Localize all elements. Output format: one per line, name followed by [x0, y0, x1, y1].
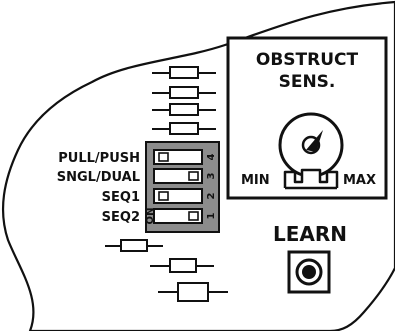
dip-switch: 4 3 2 1 ON — [145, 141, 220, 233]
dip-switch-labels: PULL/PUSH SNGL/DUAL SEQ1 SEQ2 — [57, 151, 140, 225]
obstruct-title-line2: SENS. — [279, 72, 336, 92]
max-label: MAX — [343, 173, 376, 188]
obstruct-title-line1: OBSTRUCT — [256, 50, 359, 70]
dip-number-1: 1 — [206, 212, 217, 219]
resistor-icon — [152, 86, 216, 99]
obstruct-sensitivity-panel: OBSTRUCT SENS. MIN MAX — [226, 36, 388, 200]
resistor-group-lower — [105, 239, 228, 302]
switch-label-sngl-dual: SNGL/DUAL — [57, 170, 140, 185]
min-label: MIN — [241, 173, 270, 188]
dip-toggle-4[interactable] — [153, 149, 203, 165]
switch-label-seq1: SEQ1 — [102, 190, 140, 205]
dip-on-label: ON — [145, 208, 156, 225]
resistor-icon — [152, 103, 216, 116]
resistor-icon — [150, 258, 214, 273]
potentiometer-legs — [283, 168, 339, 188]
learn-label: LEARN — [273, 222, 347, 246]
resistor-icon — [152, 122, 216, 135]
potentiometer-dial-icon[interactable] — [278, 112, 344, 190]
push-button-icon[interactable] — [287, 250, 331, 294]
resistor-icon — [152, 66, 216, 79]
resistor-icon — [105, 239, 163, 252]
resistor-icon — [158, 282, 228, 302]
dial-pointer — [306, 130, 323, 152]
dip-toggle-3[interactable] — [153, 168, 203, 184]
dip-number-2: 2 — [206, 192, 217, 199]
dip-toggle-2[interactable] — [153, 188, 203, 204]
switch-label-seq2: SEQ2 — [102, 210, 140, 225]
dip-number-4: 4 — [206, 153, 217, 160]
switch-label-pull-push: PULL/PUSH — [58, 151, 140, 166]
dip-number-3: 3 — [206, 172, 217, 179]
dip-toggle-1[interactable] — [153, 208, 203, 224]
resistor-group-upper — [152, 66, 216, 135]
